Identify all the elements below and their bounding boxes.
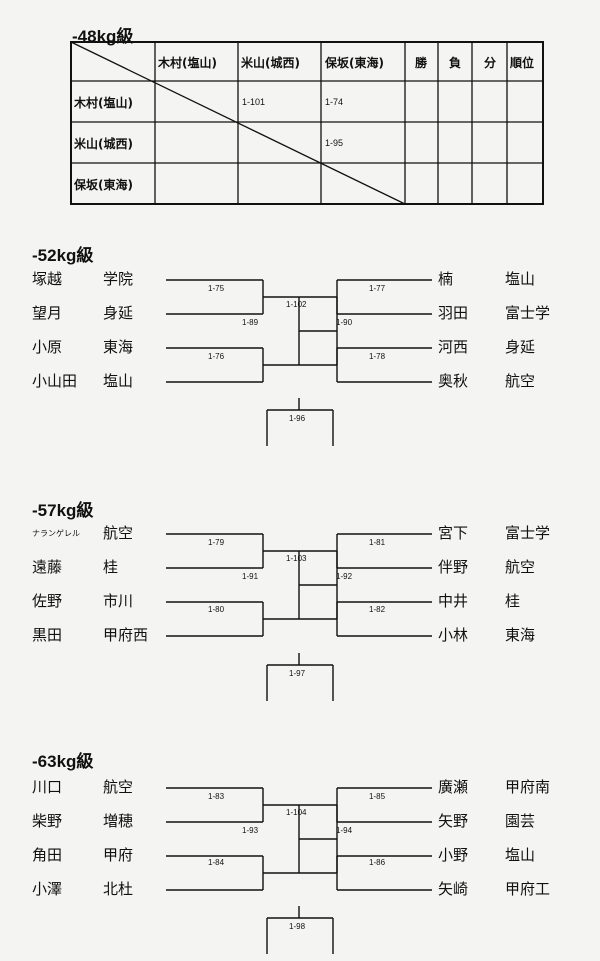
match-63-final: 1-104 bbox=[286, 808, 307, 817]
competitor-57-l3-school: 市川 bbox=[103, 592, 134, 610]
match-63-l2: 1-84 bbox=[208, 858, 225, 867]
match-57-rsf: 1-92 bbox=[336, 572, 353, 581]
competitor-52-r1-name: 楠 bbox=[438, 270, 454, 288]
competitor-57-r3-school: 桂 bbox=[505, 592, 521, 610]
competitor-52-l1-name: 塚越 bbox=[32, 270, 63, 288]
competitor-63-r3-school: 塩山 bbox=[505, 846, 536, 864]
competitor-63-l4-school: 北杜 bbox=[103, 880, 134, 898]
competitor-52-l4-name: 小山田 bbox=[32, 372, 78, 390]
competitor-52-l1-school: 学院 bbox=[103, 270, 134, 288]
competitor-52-l3-name: 小原 bbox=[32, 338, 63, 356]
match-52-third: 1-96 bbox=[289, 414, 306, 423]
competitor-52-r4-name: 奥秋 bbox=[438, 372, 469, 390]
match-52-r2: 1-78 bbox=[369, 352, 386, 361]
table-header-col-3: 保坂(東海) bbox=[325, 56, 384, 70]
match-57-r2: 1-82 bbox=[369, 605, 386, 614]
competitor-57-r2-school: 航空 bbox=[505, 558, 536, 576]
section-title-63kg: -63kg級 bbox=[32, 752, 94, 771]
match-57-r1: 1-81 bbox=[369, 538, 386, 547]
table-cell-r1-c2: 1-101 bbox=[242, 97, 266, 107]
match-52-lsf: 1-89 bbox=[242, 318, 259, 327]
competitor-63-l4-name: 小澤 bbox=[32, 880, 63, 898]
competitor-63-l1-school: 航空 bbox=[103, 778, 134, 796]
table-header-col-2: 米山(城西) bbox=[241, 56, 300, 70]
match-63-rsf: 1-94 bbox=[336, 826, 353, 835]
match-63-l1: 1-83 bbox=[208, 792, 225, 801]
match-63-r1: 1-85 bbox=[369, 792, 386, 801]
section-title-52kg: -52kg級 bbox=[32, 246, 94, 265]
competitor-52-r1-school: 塩山 bbox=[505, 270, 536, 288]
section-title-57kg: -57kg級 bbox=[32, 501, 94, 520]
table-cell-r1-c3: 1-74 bbox=[325, 97, 344, 107]
table-header-draw: 分 bbox=[484, 56, 497, 70]
competitor-63-r4-name: 矢崎 bbox=[438, 880, 469, 898]
table-header-win: 勝 bbox=[415, 56, 428, 70]
competitor-52-l3-school: 東海 bbox=[103, 338, 134, 356]
competitor-52-r2-name: 羽田 bbox=[438, 304, 469, 322]
competitor-52-r3-school: 身延 bbox=[505, 338, 536, 356]
competitor-57-l1-name: ナランゲレル bbox=[32, 529, 80, 538]
competitor-63-l2-name: 柴野 bbox=[32, 812, 63, 830]
table-header-loss: 負 bbox=[449, 56, 462, 70]
match-52-l1: 1-75 bbox=[208, 284, 225, 293]
competitor-52-r4-school: 航空 bbox=[505, 372, 536, 390]
competitor-63-l3-school: 甲府 bbox=[103, 846, 134, 864]
competitor-57-l4-school: 甲府西 bbox=[103, 626, 149, 644]
match-57-final: 1-103 bbox=[286, 554, 307, 563]
competitor-63-r1-name: 廣瀬 bbox=[438, 778, 469, 796]
competitor-52-l4-school: 塩山 bbox=[103, 372, 134, 390]
match-52-rsf: 1-90 bbox=[336, 318, 353, 327]
competitor-52-l2-name: 望月 bbox=[32, 304, 63, 322]
competitor-63-r1-school: 甲府南 bbox=[505, 778, 551, 796]
competitor-63-r3-name: 小野 bbox=[438, 846, 469, 864]
match-57-third: 1-97 bbox=[289, 669, 306, 678]
competitor-52-r3-name: 河西 bbox=[438, 338, 469, 356]
competitor-63-l1-name: 川口 bbox=[32, 778, 63, 796]
competitor-57-l1-school: 航空 bbox=[103, 524, 134, 542]
match-63-r2: 1-86 bbox=[369, 858, 386, 867]
table-row-name-3: 保坂(東海) bbox=[74, 178, 133, 192]
table-header-col-1: 木村(塩山) bbox=[158, 56, 217, 70]
competitor-63-l2-school: 増穂 bbox=[103, 812, 134, 830]
match-52-final: 1-102 bbox=[286, 300, 307, 309]
competitor-57-l2-school: 桂 bbox=[103, 558, 119, 576]
competitor-63-r2-school: 園芸 bbox=[505, 812, 536, 830]
table-cell-r2-c3: 1-95 bbox=[325, 138, 344, 148]
match-57-l2: 1-80 bbox=[208, 605, 225, 614]
table-row-name-2: 米山(城西) bbox=[74, 137, 133, 151]
competitor-57-l3-name: 佐野 bbox=[32, 592, 63, 610]
competitor-57-r4-name: 小林 bbox=[438, 626, 469, 644]
competitor-57-r1-name: 宮下 bbox=[438, 524, 469, 542]
table-header-rank: 順位 bbox=[510, 56, 535, 70]
competitor-57-l2-name: 遠藤 bbox=[32, 558, 63, 576]
competitor-57-r3-name: 中井 bbox=[438, 592, 469, 610]
section-title-48kg: -48kg級 bbox=[72, 27, 134, 46]
competitor-63-r4-school: 甲府工 bbox=[505, 880, 551, 898]
competitor-57-r1-school: 富士学 bbox=[505, 524, 551, 542]
competitor-63-l3-name: 角田 bbox=[32, 846, 63, 864]
competitor-52-r2-school: 富士学 bbox=[505, 304, 551, 322]
match-52-l2: 1-76 bbox=[208, 352, 225, 361]
competitor-52-l2-school: 身延 bbox=[103, 304, 134, 322]
competitor-57-l4-name: 黒田 bbox=[32, 626, 63, 644]
match-63-third: 1-98 bbox=[289, 922, 306, 931]
match-63-lsf: 1-93 bbox=[242, 826, 259, 835]
match-57-l1: 1-79 bbox=[208, 538, 225, 547]
competitor-57-r4-school: 東海 bbox=[505, 626, 536, 644]
table-row-name-1: 木村(塩山) bbox=[74, 96, 133, 110]
match-52-r1: 1-77 bbox=[369, 284, 386, 293]
competitor-57-r2-name: 伴野 bbox=[438, 558, 469, 576]
competitor-63-r2-name: 矢野 bbox=[438, 812, 469, 830]
match-57-lsf: 1-91 bbox=[242, 572, 259, 581]
